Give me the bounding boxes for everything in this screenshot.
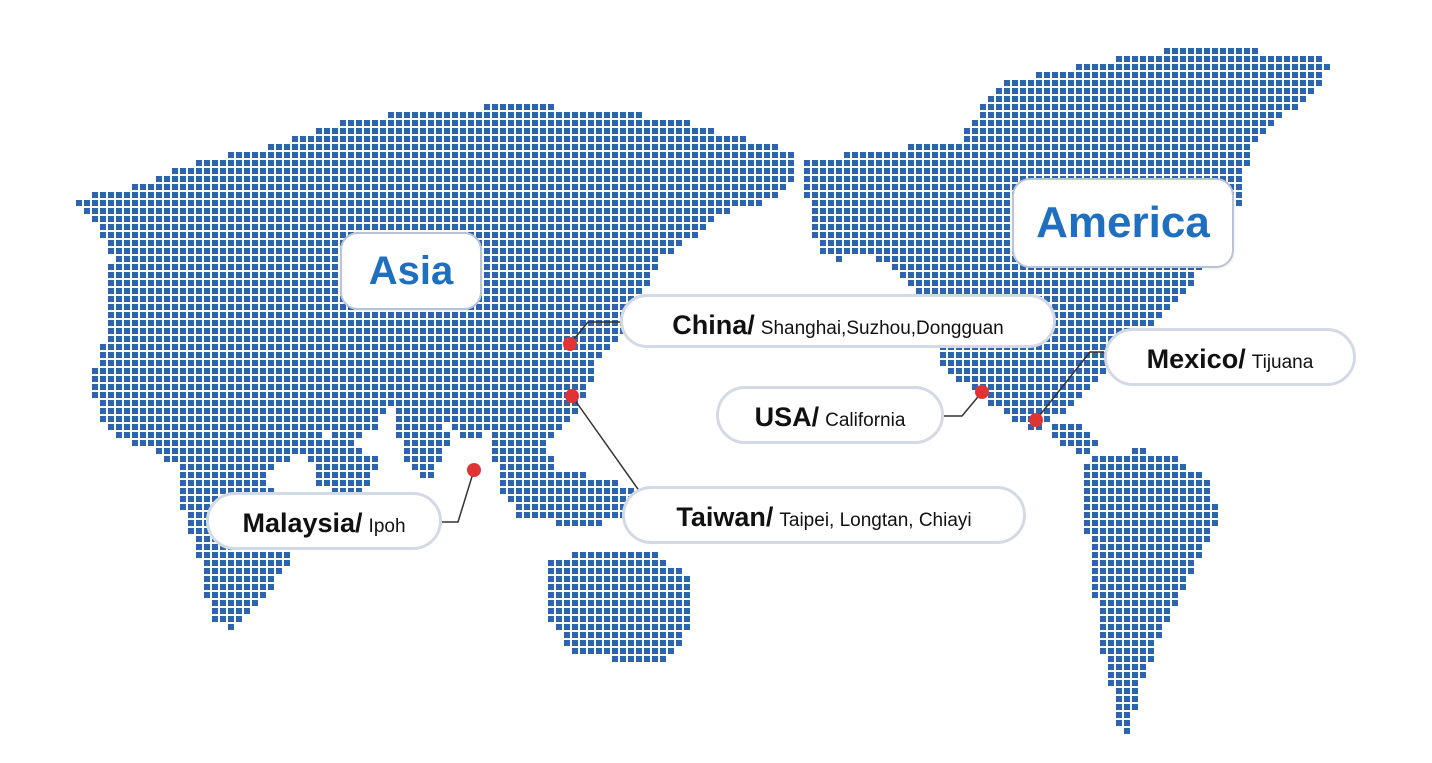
mexico-leader-line: [1035, 351, 1104, 421]
usa-location-box: USA/ California: [716, 386, 944, 444]
mexico-marker: [1029, 413, 1043, 427]
malaysia-cities-label: Ipoh: [368, 516, 406, 537]
usa-marker: [975, 385, 989, 399]
usa-leader-line: [944, 391, 983, 417]
malaysia-leader-line: [440, 469, 475, 523]
china-country-label: China/: [672, 310, 755, 340]
china-leader-line: [569, 321, 622, 345]
malaysia-marker: [467, 463, 481, 477]
asia-region-label: Asia: [340, 232, 482, 310]
china-cities-label: Shanghai,Suzhou,Dongguan: [760, 318, 1004, 339]
usa-country-label: USA/: [754, 402, 820, 432]
taiwan-marker: [565, 389, 579, 403]
usa-cities-label: California: [825, 410, 906, 431]
america-region-text: America: [1036, 198, 1210, 247]
land-dot-grid: [76, 48, 1330, 734]
asia-region-text: Asia: [368, 248, 454, 293]
taiwan-country-label: Taiwan/: [676, 502, 774, 532]
america-region-label: America: [1012, 178, 1234, 268]
china-location-box: China/ Shanghai,Suzhou,Dongguan: [620, 294, 1056, 348]
mexico-cities-label: Tijuana: [1251, 352, 1314, 373]
mexico-country-label: Mexico/: [1146, 344, 1246, 374]
mexico-location-box: Mexico/ Tijuana: [1104, 328, 1356, 386]
malaysia-location-box: Malaysia/ Ipoh: [206, 492, 442, 550]
malaysia-country-label: Malaysia/: [242, 508, 363, 538]
china-marker: [563, 337, 577, 351]
taiwan-location-box: Taiwan/ Taipei, Longtan, Chiayi: [622, 486, 1026, 544]
taiwan-cities-label: Taipei, Longtan, Chiayi: [779, 510, 972, 531]
taiwan-leader-line: [571, 395, 641, 493]
